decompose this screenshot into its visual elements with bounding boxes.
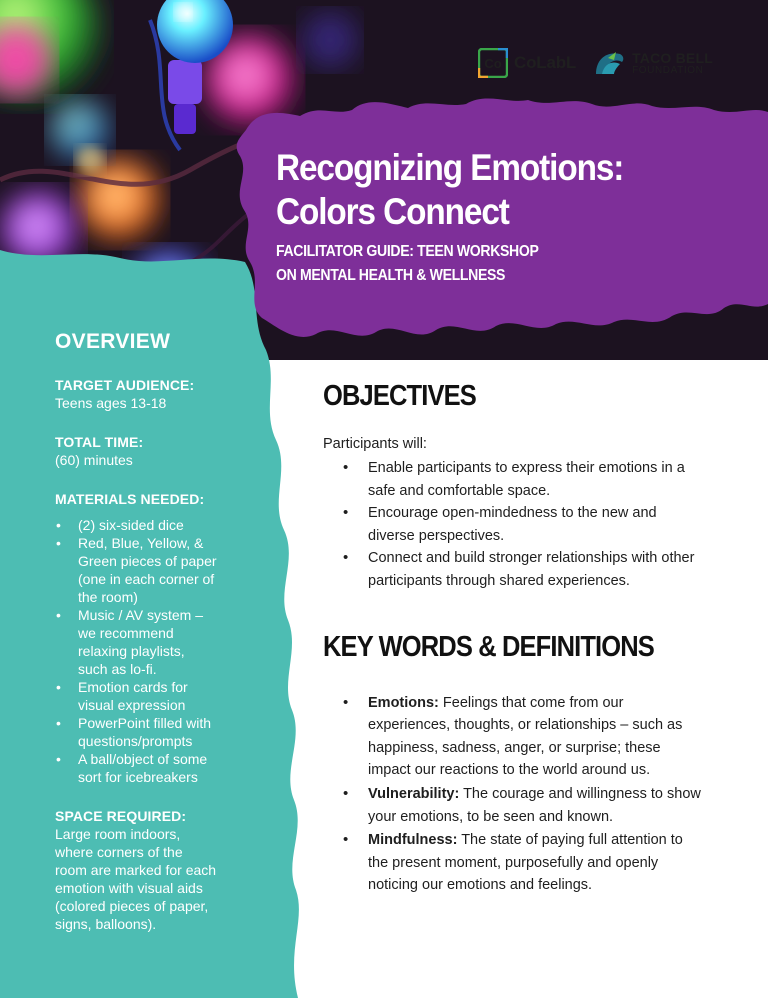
total-time-value: (60) minutes: [55, 451, 270, 469]
keywords-list: Emotions: Feelings that come from our exp…: [323, 692, 743, 897]
taco-bell-foundation-logo: TACO BELL FOUNDATION: [594, 48, 713, 78]
keyword-definition-line: experiences, thoughts, or relationships …: [368, 717, 683, 734]
keyword-definition-line: your emotions, to be seen and known.: [368, 808, 614, 825]
materials-item-line: (2) six-sided dice: [78, 517, 184, 533]
objective-line: safe and comfortable space.: [368, 482, 551, 499]
objectives-list: Enable participants to express their emo…: [323, 457, 743, 593]
materials-label: MATERIALS NEEDED:: [55, 491, 205, 507]
objective-line: participants through shared experiences.: [368, 572, 630, 589]
target-audience-line: Teens ages 13-18: [55, 395, 167, 411]
materials-item: PowerPoint filled with questions/prompts: [55, 714, 270, 750]
target-audience-label: TARGET AUDIENCE:: [55, 377, 195, 393]
taco-bell-line2: FOUNDATION: [632, 64, 704, 76]
title-block: Recognizing Emotions: Colors Connect FAC…: [276, 146, 716, 288]
colabl-mark-icon: Co: [478, 48, 508, 78]
materials-list: (2) six-sided dice Red, Blue, Yellow, & G…: [55, 516, 270, 786]
objective-item: Encourage open-mindedness to the new and…: [323, 502, 743, 547]
target-audience-section: TARGET AUDIENCE: Teens ages 13-18: [55, 376, 270, 412]
total-time-label: TOTAL TIME:: [55, 434, 144, 450]
materials-item: Red, Blue, Yellow, & Green pieces of pape…: [55, 534, 270, 606]
page-subtitle-line1: FACILITATOR GUIDE: TEEN WORKSHOP: [276, 243, 539, 260]
space-required-section: SPACE REQUIRED: Large room indoors, wher…: [55, 807, 270, 933]
keyword-item: Emotions: Feelings that come from our exp…: [323, 692, 743, 782]
target-audience-value: Teens ages 13-18: [55, 394, 270, 412]
taco-bell-bell-icon: [596, 52, 624, 74]
materials-item-line: (one in each corner of: [78, 571, 215, 587]
page-subtitle-line2: ON MENTAL HEALTH & WELLNESS: [276, 267, 506, 284]
space-required-line: (colored pieces of paper,: [55, 898, 209, 914]
overview-panel: OVERVIEW TARGET AUDIENCE: Teens ages 13-…: [55, 330, 270, 954]
materials-item: (2) six-sided dice: [55, 516, 270, 534]
keyword-definition-line: The state of paying full attention to: [457, 832, 683, 849]
page-title-line1: Recognizing Emotions:: [276, 147, 624, 188]
space-required-line: room are marked for each: [55, 862, 217, 878]
materials-item-line: relaxing playlists,: [78, 643, 185, 659]
main-content: OBJECTIVES Participants will: Enable par…: [323, 380, 743, 898]
space-required-label: SPACE REQUIRED:: [55, 808, 187, 824]
keyword-definition-line: the present moment, purposefully and ope…: [368, 854, 659, 871]
materials-item-line: Green pieces of paper: [78, 553, 217, 569]
page-title-line2: Colors Connect: [276, 191, 510, 232]
materials-item: Music / AV system – we recommend relaxing …: [55, 606, 270, 678]
keywords-heading: KEY WORDS & DEFINITIONS: [323, 630, 655, 663]
materials-item-line: questions/prompts: [78, 733, 193, 749]
keyword-definition-line: happiness, sadness, anger, or surprise; …: [368, 739, 661, 756]
objectives-heading: OBJECTIVES: [323, 380, 477, 412]
keyword-definition-line: The courage and willingness to show: [459, 785, 701, 802]
objective-line: diverse perspectives.: [368, 527, 505, 544]
space-required-value: Large room indoors, where corners of the…: [55, 825, 270, 933]
keyword-definition-line: impact our reactions to the world around…: [368, 762, 651, 779]
colabl-name: CoLabL: [514, 53, 577, 72]
colabl-mark-text: Co: [484, 56, 501, 71]
materials-item-line: PowerPoint filled with: [78, 715, 212, 731]
space-required-line: emotion with visual aids: [55, 880, 203, 896]
objective-line: Connect and build stronger relationships…: [368, 550, 695, 567]
space-required-line: signs, balloons).: [55, 916, 157, 932]
materials-item: A ball/object of some sort for icebreaker…: [55, 750, 270, 786]
space-required-line: Large room indoors,: [55, 826, 181, 842]
colabl-logo: Co CoLabL: [478, 48, 576, 78]
objectives-intro: Participants will:: [323, 436, 427, 452]
materials-section: MATERIALS NEEDED: (2) six-sided dice Red…: [55, 490, 270, 786]
materials-item-line: Emotion cards for: [78, 679, 188, 695]
space-required-line: where corners of the: [55, 844, 183, 860]
page-title: Recognizing Emotions: Colors Connect: [276, 146, 672, 234]
page-subtitle: FACILITATOR GUIDE: TEEN WORKSHOP ON MENT…: [276, 240, 663, 288]
objective-line: Encourage open-mindedness to the new and: [368, 505, 657, 522]
keyword-item: Vulnerability: The courage and willingne…: [323, 783, 743, 828]
keyword-definition-line: Feelings that come from our: [438, 694, 624, 711]
materials-item-line: Red, Blue, Yellow, &: [78, 535, 204, 551]
keyword-term: Mindfulness:: [368, 832, 458, 849]
overview-heading: OVERVIEW: [55, 330, 171, 353]
total-time-line: (60) minutes: [55, 452, 133, 468]
materials-item-line: Music / AV system –: [78, 607, 203, 623]
materials-item-line: A ball/object of some: [78, 751, 208, 767]
objective-item: Enable participants to express their emo…: [323, 457, 743, 502]
materials-item-line: such as lo-fi.: [78, 661, 157, 677]
objective-line: Enable participants to express their emo…: [368, 460, 685, 476]
keyword-term: Emotions:: [368, 694, 439, 711]
materials-item-line: we recommend: [78, 625, 174, 641]
objective-item: Connect and build stronger relationships…: [323, 547, 743, 592]
materials-item-line: visual expression: [78, 697, 186, 713]
materials-item: Emotion cards for visual expression: [55, 678, 270, 714]
keyword-definition-line: noticing our emotions and feelings.: [368, 877, 593, 894]
total-time-section: TOTAL TIME: (60) minutes: [55, 433, 270, 469]
materials-item-line: the room): [78, 589, 138, 605]
keyword-term: Vulnerability:: [368, 785, 460, 802]
materials-item-line: sort for icebreakers: [78, 769, 198, 785]
taco-bell-line1: TACO BELL: [632, 49, 713, 66]
partner-logos: Co CoLabL TACO BELL FOUNDATION: [478, 48, 713, 78]
keyword-item: Mindfulness: The state of paying full at…: [323, 829, 743, 897]
